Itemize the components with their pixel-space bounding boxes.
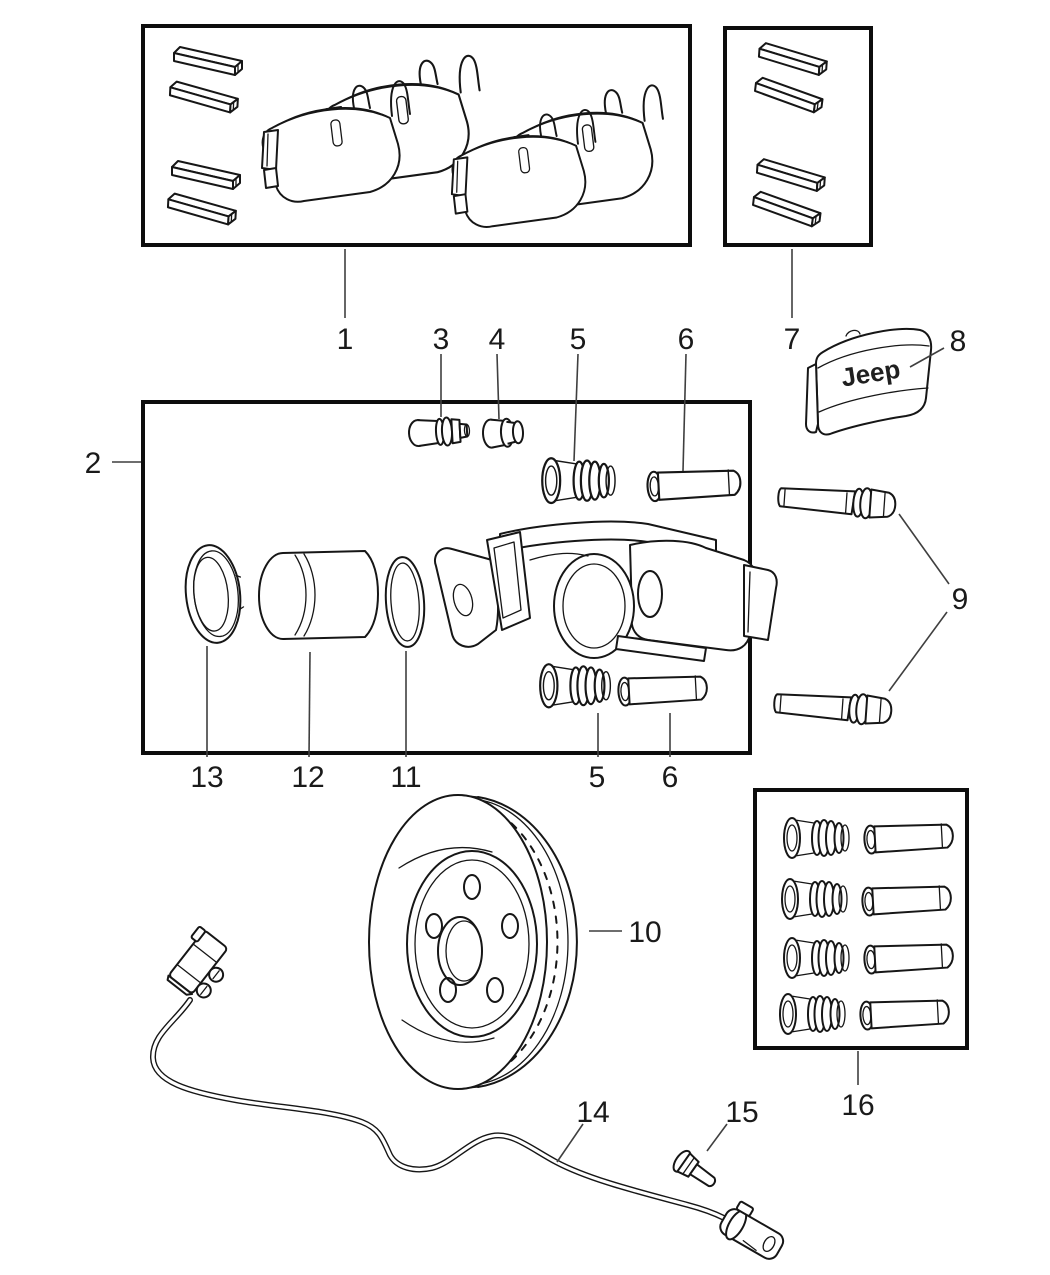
part-guide-pin-boot-upper — [541, 457, 617, 505]
callout-9: 9 — [952, 583, 969, 616]
callout-10: 10 — [628, 916, 661, 949]
part-guide-pin-boot-lower — [539, 663, 612, 709]
part-caliper-body — [434, 520, 778, 662]
part-sensor-bolt — [672, 1149, 717, 1188]
part-guide-pin-bolt-upper — [776, 481, 898, 522]
part-brake-pads — [262, 56, 663, 227]
callout-13: 13 — [190, 761, 223, 794]
callout-2: 2 — [85, 447, 102, 480]
callout-5-upper: 5 — [570, 323, 587, 356]
part-caliper-cover: Jeep — [805, 327, 933, 436]
callout-6-lower: 6 — [662, 761, 679, 794]
kit-box-pad-clips — [723, 26, 873, 247]
kit-box-brake-pads — [141, 24, 692, 247]
part-wheel-speed-sensor — [149, 925, 785, 1260]
part-bleeder-cap — [481, 417, 525, 449]
part-caliper-piston — [258, 550, 379, 640]
part-piston-seal — [384, 556, 426, 648]
callout-6-upper: 6 — [678, 323, 695, 356]
part-piston-dust-boot — [184, 544, 245, 644]
callout-11: 11 — [390, 761, 421, 794]
part-guide-pin-sleeve-upper — [645, 466, 743, 503]
callout-7: 7 — [784, 323, 801, 356]
leader-lines — [112, 249, 950, 1163]
part-pin-boot-kit — [779, 817, 955, 1035]
part-brake-rotor — [368, 794, 578, 1090]
callout-8: 8 — [950, 325, 967, 358]
callout-16: 16 — [841, 1089, 874, 1122]
kit-box-pin-boots — [753, 788, 969, 1050]
part-guide-pin-sleeve-lower — [616, 672, 709, 707]
callout-labels: 1 2 3 4 5 6 7 8 9 10 11 12 13 5 6 14 15 … — [85, 323, 969, 1129]
part-guide-pin-bolt-lower — [772, 687, 894, 728]
part-pad-clips-box7 — [750, 41, 829, 229]
callout-12: 12 — [291, 761, 324, 794]
callout-5-lower: 5 — [589, 761, 606, 794]
callout-1: 1 — [337, 323, 354, 356]
part-bleeder-screw — [408, 416, 471, 448]
callout-4: 4 — [489, 323, 506, 356]
callout-3: 3 — [433, 323, 450, 356]
callout-14: 14 — [576, 1096, 609, 1129]
part-pad-clips-box1 — [166, 46, 243, 226]
callout-15: 15 — [725, 1096, 758, 1129]
